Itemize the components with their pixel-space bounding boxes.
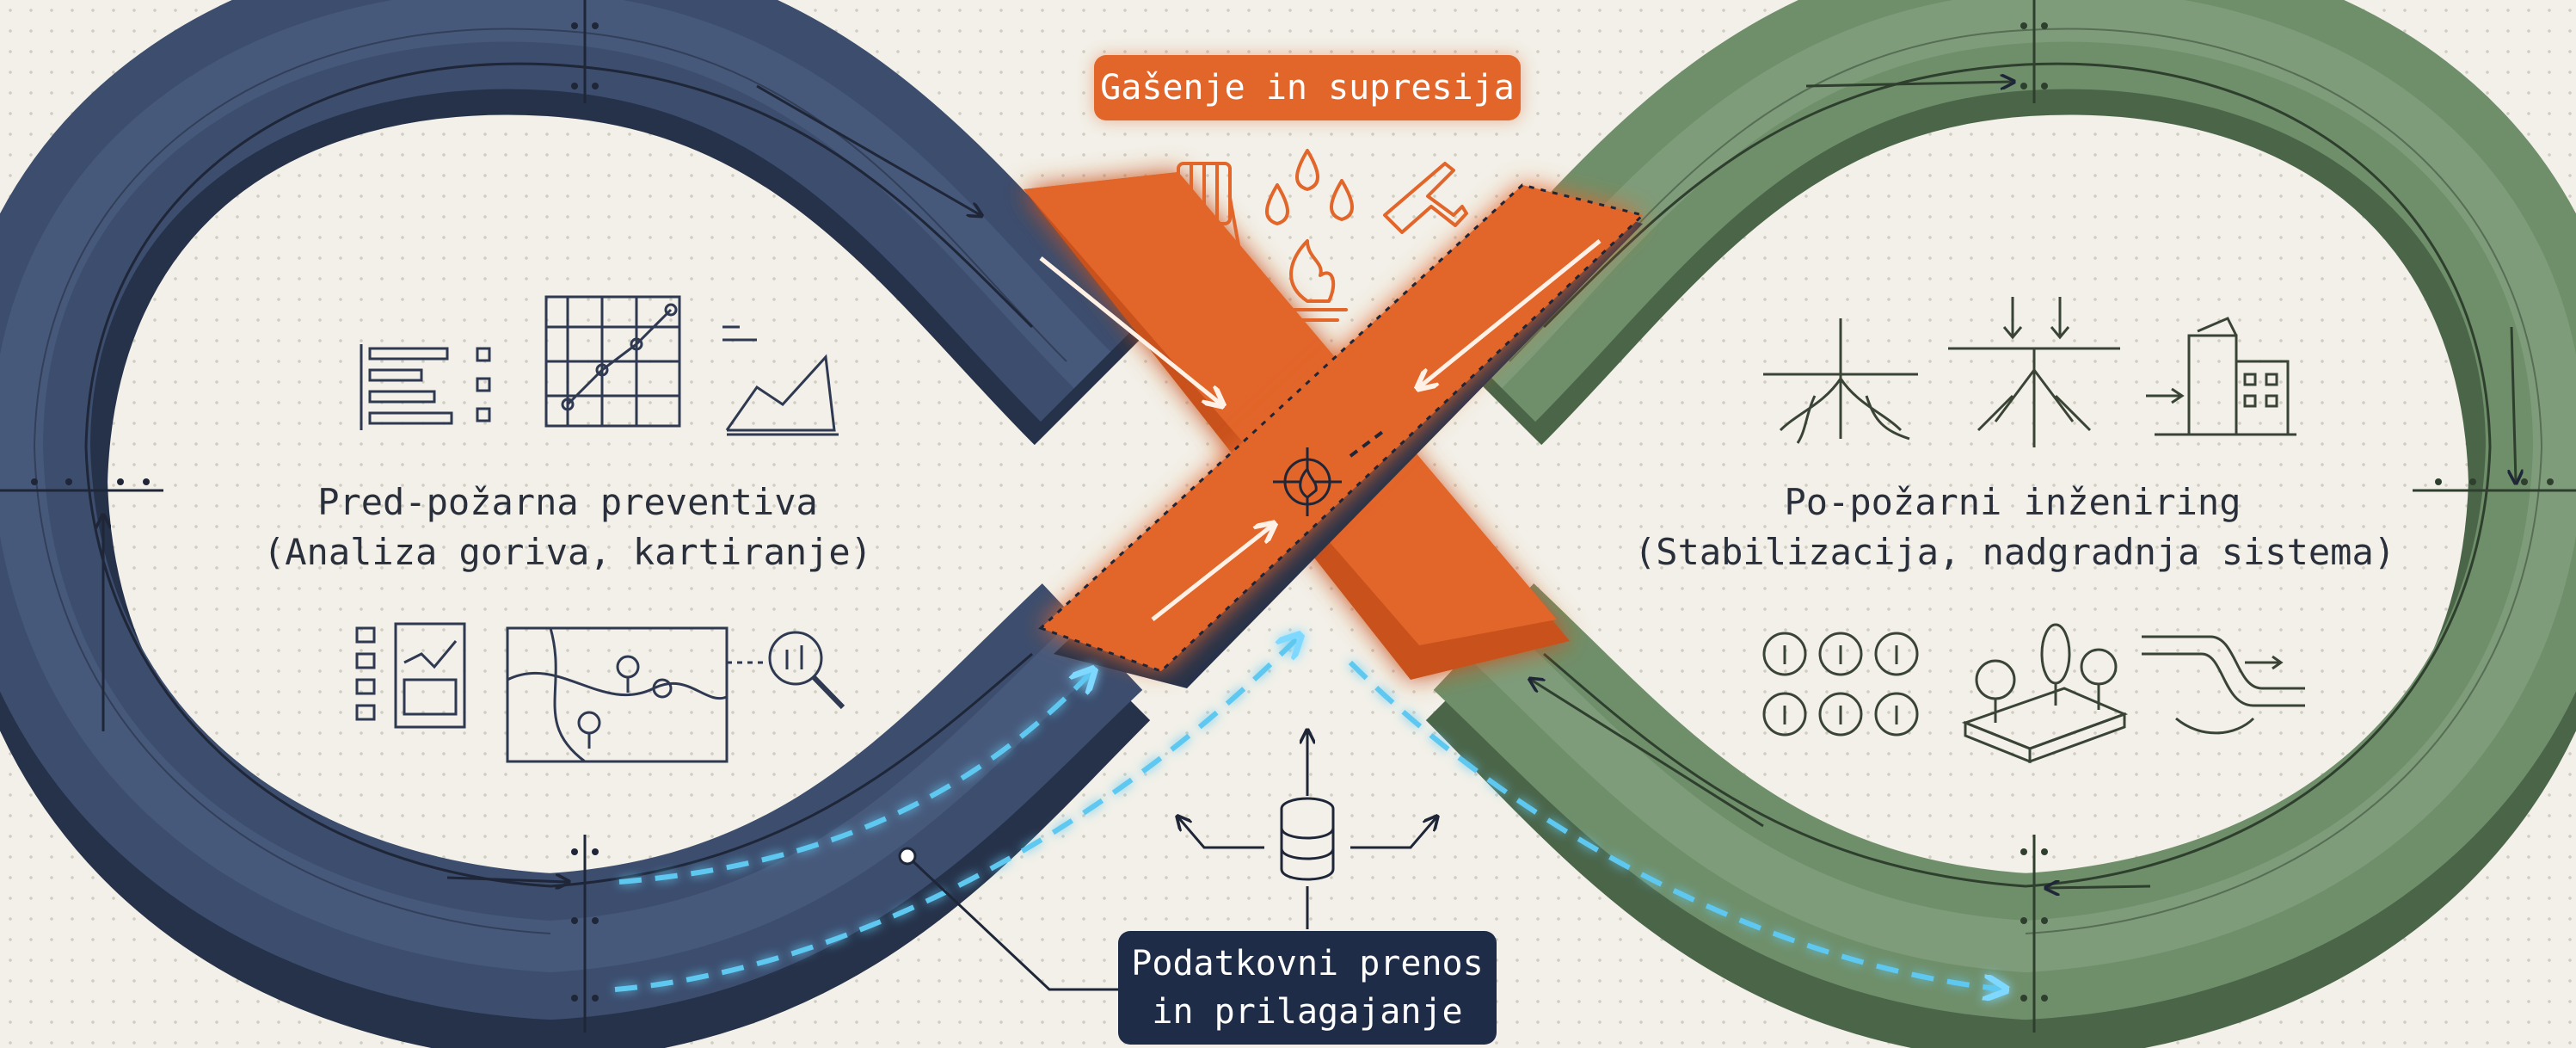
fire-hose-icon — [1177, 162, 1240, 247]
callout-leader — [898, 847, 1118, 991]
suppression-label: Gašenje in supresija — [1094, 55, 1521, 120]
preventive-label: Pred-požarna preventiva (Analiza goriva,… — [258, 478, 877, 577]
target-fire-icon — [1273, 447, 1342, 516]
water-drops-icon — [1265, 149, 1354, 225]
map-pins-icon — [506, 626, 729, 763]
air-tanker-icon — [1383, 162, 1468, 234]
database-icon — [1280, 797, 1335, 881]
bar-chart-icon — [360, 344, 491, 430]
data-transfer-line2: in prilagajanje — [1152, 992, 1463, 1032]
magnifier-icon — [727, 631, 845, 710]
data-flow-paths — [614, 637, 2004, 989]
report-icon — [355, 622, 466, 729]
water-channel-icon — [2142, 635, 2305, 735]
preventive-subtitle: (Analiza goriva, kartiranje) — [262, 531, 872, 573]
soil-infiltration-icon — [1948, 297, 2120, 447]
post-fire-label: Po-požarni inženiring (Stabilizacija, na… — [1634, 478, 2396, 577]
data-transfer-label: Podatkovni prenos in prilagajanje — [1118, 931, 1497, 1045]
building-upgrade-icon — [2146, 317, 2296, 436]
planted-terrain-icon — [1961, 623, 2129, 764]
root-system-icon — [1763, 318, 1918, 444]
post-fire-title: Po-požarni inženiring — [1784, 481, 2241, 523]
right-loop-post-fire — [1425, 0, 2576, 1048]
post-fire-subtitle: (Stabilizacija, nadgradnja sistema) — [1634, 531, 2396, 573]
left-loop-preventive — [0, 0, 1151, 1048]
data-transfer-line1: Podatkovni prenos — [1131, 944, 1484, 983]
suppression-crossing — [1024, 172, 1646, 688]
data-hub-connectors — [1178, 731, 1436, 929]
line-graph-icon — [722, 325, 839, 436]
preventive-title: Pred-požarna preventiva — [317, 481, 818, 523]
seedlings-icon — [1762, 632, 1919, 737]
flame-icon — [1267, 239, 1348, 322]
grid-trend-icon — [544, 295, 681, 428]
